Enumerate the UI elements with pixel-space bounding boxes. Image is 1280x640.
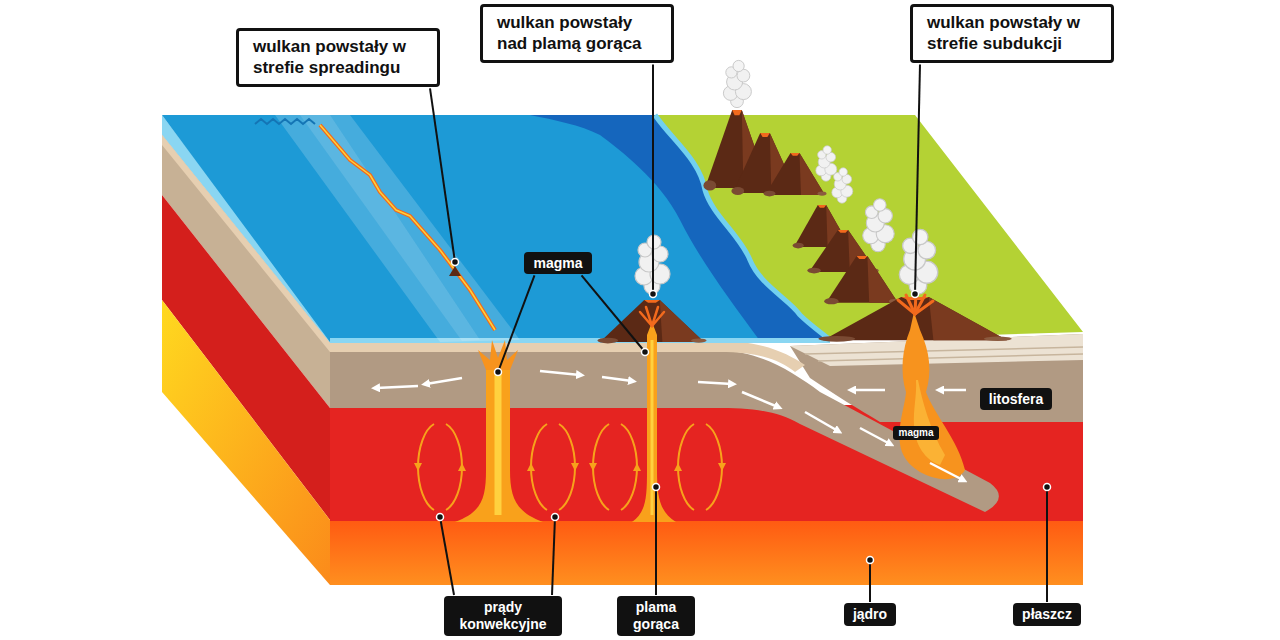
ocean-surface (330, 338, 830, 343)
leader-line (652, 64, 654, 294)
label-text: wulkan powstały nad plamą gorąca (497, 13, 657, 54)
leader-line (430, 88, 455, 262)
plate-motion-arrows (540, 371, 580, 375)
subduction-magma (915, 301, 933, 314)
oceanic-lithosphere (330, 342, 999, 512)
label-text: magma (533, 255, 582, 272)
label-text: magma (898, 427, 933, 439)
volcano-smoke (723, 60, 751, 107)
leader-line (440, 517, 454, 595)
label-tag: magma (893, 426, 938, 440)
ridge-crack (320, 125, 495, 330)
plate-motion-arrows (376, 371, 966, 480)
label-tag: litosfera (980, 388, 1052, 411)
ocean-surface (255, 119, 315, 124)
oceanic-lithosphere (330, 350, 999, 512)
plate-motion-arrows (602, 377, 632, 381)
hotspot-plume (632, 307, 676, 522)
volcano-smoke (863, 199, 895, 252)
label-text: jądro (853, 606, 887, 623)
plate-motion-arrows (940, 389, 966, 392)
hotspot-plume (632, 322, 676, 522)
leader-dot (437, 514, 444, 521)
ridge-crack (449, 266, 461, 276)
plate-motion-arrows (860, 428, 890, 444)
ridge-plume (455, 368, 543, 522)
land-volcanoes (824, 256, 900, 304)
convection-cells (446, 424, 462, 510)
leader-dot (650, 291, 657, 298)
volcano-smoke (832, 168, 853, 203)
convection-cells (678, 424, 694, 510)
plate-motion-arrows (852, 389, 885, 392)
plate-motion-arrows (742, 392, 778, 407)
ocean-surface (275, 115, 520, 342)
label-text: wulkan powstały w strefie subdukcji (927, 13, 1097, 54)
hotspot-plume (640, 307, 664, 326)
subduction-magma (898, 292, 965, 479)
subduction-magma (900, 312, 965, 479)
plate-motion-arrows (698, 382, 732, 384)
label-text: prądy konwekcyjne (453, 599, 553, 633)
convection-cells (418, 424, 722, 510)
label-tag: plama gorąca (617, 596, 695, 636)
hotspot-plume (646, 307, 652, 326)
leader-line (498, 275, 534, 372)
label-tag: magma (524, 252, 591, 275)
leader-dot (452, 259, 459, 266)
leader-dot (495, 369, 502, 376)
land-volcanoes (703, 110, 899, 304)
plate-motion-arrows (376, 386, 418, 388)
label-tag: płaszcz (1013, 603, 1081, 626)
volcano-smoke (899, 229, 938, 294)
continental-lithosphere (805, 347, 1083, 354)
convection-cells (418, 424, 434, 510)
label-text: plama gorąca (626, 599, 686, 633)
oceanic-lithosphere (330, 342, 805, 372)
label-text: litosfera (989, 391, 1043, 408)
convection-cells (531, 424, 547, 510)
leader-dot (867, 557, 874, 564)
leader-line (552, 517, 555, 595)
subduction-magma (914, 380, 945, 465)
ridge-plume (495, 372, 502, 515)
leader-line (1046, 487, 1048, 602)
leader-line (869, 560, 871, 602)
callout-box: wulkan powstały nad plamą gorąca (480, 4, 674, 63)
ridge-plume (478, 340, 518, 370)
ridge-crack (320, 125, 495, 330)
hotspot-plume (652, 312, 664, 326)
label-tag: prądy konwekcyjne (444, 596, 562, 636)
label-text: wulkan powstały w strefie spreadingu (253, 37, 423, 78)
leader-line (582, 275, 645, 352)
ridge-crack (320, 125, 495, 330)
convection-cells (559, 424, 575, 510)
volcano-smoke (635, 60, 938, 294)
leader-line (655, 487, 657, 595)
convection-cells (621, 424, 637, 510)
continental-lithosphere (818, 354, 1083, 361)
leader-dot (912, 291, 919, 298)
convection-cells (706, 424, 722, 510)
plate-motion-arrows (930, 463, 963, 480)
leader-dot (653, 484, 660, 491)
land-volcanoes (764, 153, 827, 196)
convection-cells (593, 424, 609, 510)
callout-box: wulkan powstały w strefie spreadingu (236, 28, 440, 87)
leader-dot (552, 514, 559, 521)
leader-line (915, 64, 920, 294)
ocean-surface (300, 115, 480, 341)
callout-box: wulkan powstały w strefie subdukcji (910, 4, 1114, 63)
leader-dot (1044, 484, 1051, 491)
label-text: płaszcz (1022, 606, 1072, 623)
plate-motion-arrows (805, 412, 838, 431)
plate-motion-arrows (426, 378, 462, 384)
leader-dot (642, 349, 649, 356)
block-left-face (162, 300, 330, 585)
label-tag: jądro (844, 603, 896, 626)
